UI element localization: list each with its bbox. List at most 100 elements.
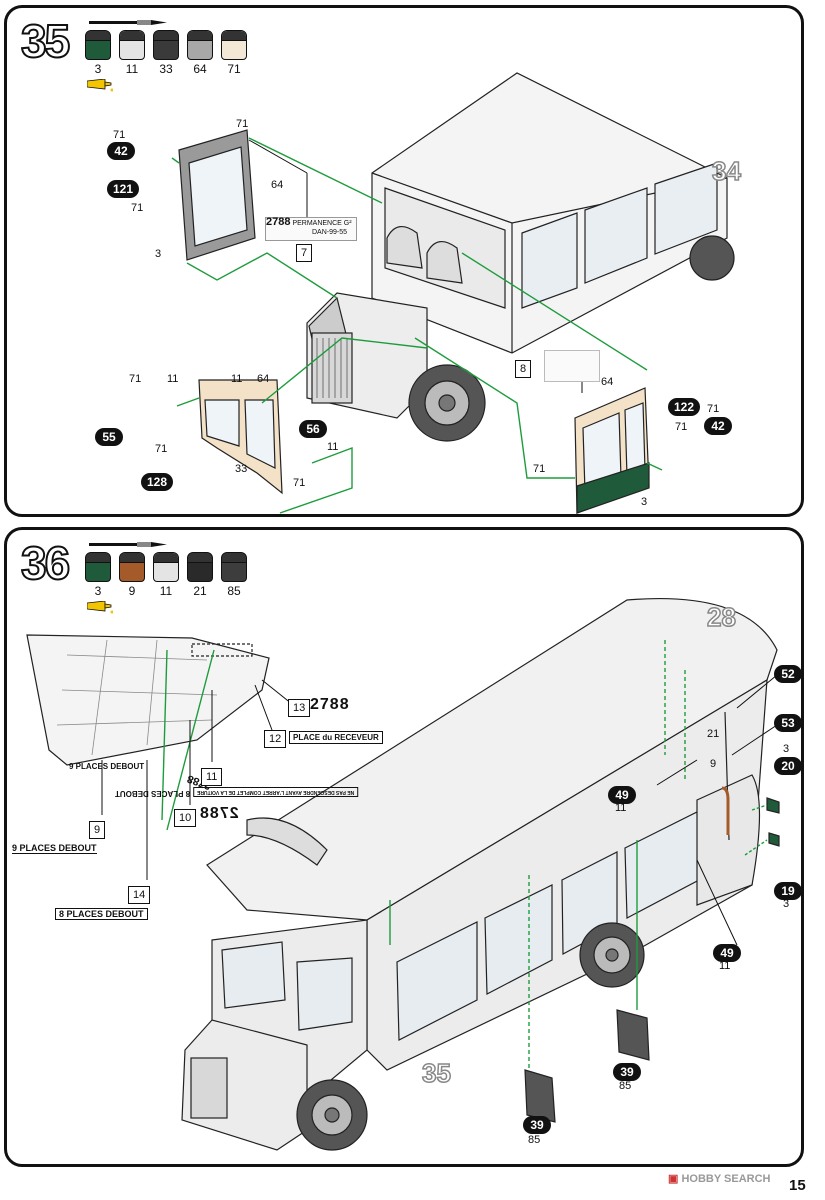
glue-tube-icon (87, 601, 113, 614)
reference-step-number: 34 (711, 155, 741, 187)
decal-sheet-8 (544, 350, 600, 382)
paint-label: 71 (293, 477, 306, 489)
decal-number: 11 (201, 768, 223, 786)
paint-jar: 33 (151, 30, 181, 76)
paint-label: 71 (236, 118, 249, 130)
decal-10-text: 2788 (199, 805, 239, 822)
paint-label: 71 (155, 443, 168, 455)
part-tag: 42 (704, 417, 732, 435)
paint-label: 64 (257, 373, 270, 385)
part-tag: 49 (608, 786, 636, 804)
paint-code: 11 (125, 62, 139, 76)
paint-label: 64 (601, 376, 614, 388)
decal-number: 8 (515, 360, 532, 378)
part-tag: 39 (523, 1116, 551, 1134)
paint-code: 11 (159, 584, 173, 598)
paint-pot-icon (119, 30, 145, 60)
paint-label: 64 (271, 179, 284, 191)
paint-pot-icon (221, 552, 247, 582)
paint-label: 21 (707, 728, 720, 740)
paintbrush-icon (89, 20, 167, 25)
part-tag: 122 (668, 398, 701, 416)
part-tag: 19 (774, 882, 802, 900)
part-tag: 56 (299, 420, 327, 438)
decal-12-text: PLACE du RECEVEUR (289, 731, 383, 744)
paint-pot-icon (153, 552, 179, 582)
paint-jar: 3 (83, 30, 113, 76)
step-35-panel: 35 3 11 33 64 71 (4, 5, 804, 517)
paint-label: 9 (710, 758, 717, 770)
part-tag: 39 (613, 1063, 641, 1081)
paint-label: 3 (641, 496, 648, 508)
part-tag: 20 (774, 757, 802, 775)
paint-list: 3 11 33 64 71 (83, 30, 249, 76)
step-35-illustration (171, 72, 735, 514)
roof-caption: 9 PLACES DEBOUT (69, 762, 145, 771)
paint-pot-icon (85, 552, 111, 582)
paint-label: 71 (675, 421, 688, 433)
decal-sheet-7: 2788 PERMANENCE G² DAN-99-55 (265, 217, 357, 241)
hobby-search-logo-icon: ▣ (668, 1173, 679, 1185)
decal-number: 12 (264, 730, 287, 748)
part-tag: 53 (774, 714, 802, 732)
paint-code: 3 (94, 584, 102, 598)
part-tag: 121 (107, 180, 140, 198)
decal-number: 10 (174, 809, 197, 827)
paint-code: 9 (128, 584, 136, 598)
paint-jar: 11 (151, 552, 181, 598)
step-number: 36 (20, 536, 71, 590)
paint-code: 64 (193, 62, 207, 76)
decal-number: 13 (288, 699, 311, 717)
decal-9-text: 9 PLACES DEBOUT (12, 843, 97, 854)
paint-code: 33 (159, 62, 173, 76)
paint-jar: 71 (219, 30, 249, 76)
part-tag: 42 (107, 142, 135, 160)
page-number: 15 (789, 1177, 806, 1194)
part-tag: 55 (95, 428, 123, 446)
paint-label: 3 (155, 248, 162, 260)
paint-pot-icon (153, 30, 179, 60)
paint-label: 3 (783, 898, 790, 910)
reference-step-number: 28 (706, 601, 736, 633)
paint-label: 11 (719, 960, 731, 972)
paint-label: 11 (231, 373, 243, 385)
decal-permanence-text: PERMANENCE G² (292, 220, 352, 227)
part-tag: 128 (141, 473, 174, 491)
paintbrush-icon (89, 542, 167, 547)
step-36-illustration (26, 597, 780, 1151)
step-36-panel: 36 3 9 11 21 85 (4, 527, 804, 1167)
part-tag: 49 (713, 944, 741, 962)
decal-permanence-plate: DAN-99-55 (312, 229, 348, 236)
decal-11-text: NE PAS DESCENDRE AVANT L'ARRET COMPLET D… (193, 787, 359, 797)
paint-pot-icon (187, 30, 213, 60)
decal-13-text: 2788 (310, 696, 350, 713)
paint-pot-icon (187, 552, 213, 582)
paint-jar: 85 (219, 552, 249, 598)
footer-watermark: ▣ HOBBY SEARCH (668, 1172, 771, 1185)
paint-label: 71 (131, 202, 144, 214)
paint-label: 11 (327, 441, 339, 453)
paint-label: 71 (129, 373, 142, 385)
footer-brand: HOBBY SEARCH (681, 1173, 771, 1185)
paint-label: 33 (235, 463, 248, 475)
paint-jar: 21 (185, 552, 215, 598)
paint-list: 3 9 11 21 85 (83, 552, 249, 598)
paint-pot-icon (85, 30, 111, 60)
paint-jar: 9 (117, 552, 147, 598)
reference-step-number: 35 (421, 1057, 451, 1089)
paint-label: 71 (533, 463, 546, 475)
paint-jar: 3 (83, 552, 113, 598)
roof-caption: 8 PLACES DEBOUT (115, 789, 191, 798)
paint-label: 71 (707, 403, 720, 415)
decal-number: 14 (128, 886, 151, 904)
paint-jar: 64 (185, 30, 215, 76)
decal-plate-text: 2788 (266, 216, 291, 228)
decal-14-text: 8 PLACES DEBOUT (55, 908, 148, 920)
glue-tube-icon (87, 79, 113, 92)
decal-number: 9 (89, 821, 106, 839)
paint-label: 11 (615, 802, 627, 814)
paint-label: 85 (619, 1080, 632, 1092)
paint-jar: 11 (117, 30, 147, 76)
paint-pot-icon (221, 30, 247, 60)
paint-label: 71 (113, 129, 126, 141)
